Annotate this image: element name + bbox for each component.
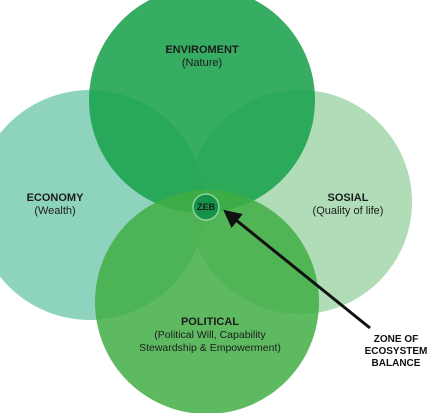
political-subtitle-line2: Stewardship & Empowerment): [139, 341, 281, 354]
zone-of-ecosystem-balance-label: ZONE OF ECOSYSTEM BALANCE: [348, 334, 444, 371]
political-subtitle-line1: (Political Will, Capability: [154, 329, 266, 342]
sosial-label: SOSIAL (Quality of life): [286, 192, 410, 218]
arrow-up-left-icon: [223, 209, 371, 330]
zeb-label: ZEB: [197, 202, 215, 212]
economy-label: ECONOMY (Wealth): [0, 192, 115, 218]
environment-subtitle: (Nature): [181, 57, 223, 70]
political-title: POLITICAL: [180, 316, 240, 328]
economy-subtitle: (Wealth): [34, 205, 76, 218]
environment-title: ENVIROMENT: [165, 44, 239, 56]
economy-title: ECONOMY: [26, 192, 84, 204]
political-label: POLITICAL (Political Will, Capability St…: [92, 316, 328, 354]
zone-label-line3: BALANCE: [371, 358, 421, 370]
zeb-circle: [192, 193, 220, 221]
environment-label: ENVIROMENT (Nature): [112, 44, 292, 70]
environment-circle: [89, 0, 315, 213]
sosial-title: SOSIAL: [327, 192, 369, 204]
zone-label-line1: ZONE OF: [373, 334, 419, 345]
zone-label-line2: ECOSYSTEM: [364, 346, 428, 358]
sosial-subtitle: (Quality of life): [312, 205, 384, 218]
political-circle: [95, 190, 319, 413]
